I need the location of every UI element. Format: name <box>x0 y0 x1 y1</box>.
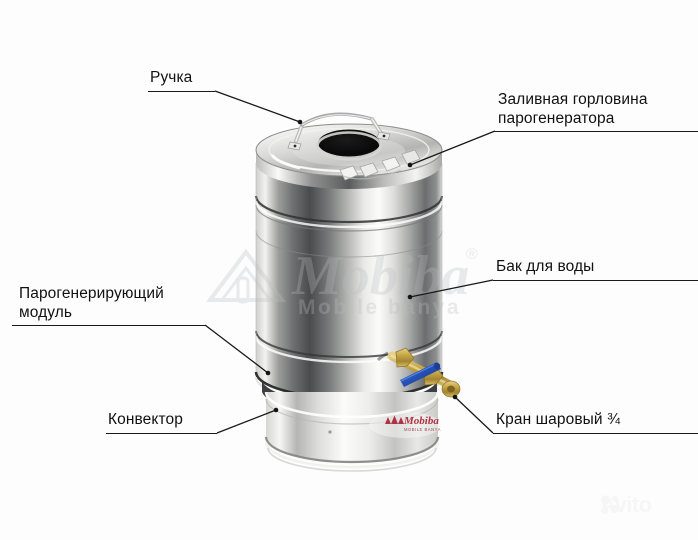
watermark-mobiba: Mobiba ® Mobile banya <box>206 245 478 319</box>
callout-ball-valve-underline <box>493 433 698 434</box>
svg-text:Mobiba: Mobiba <box>403 415 439 427</box>
callout-steam-module: Парогенерирующий модуль <box>19 285 164 321</box>
svg-text:MOBILE BANYA: MOBILE BANYA <box>404 427 441 432</box>
leader-dots <box>265 119 458 413</box>
tank-lid <box>255 112 443 189</box>
leader-filler-neck <box>409 130 496 166</box>
base-brand-sticker: Mobiba MOBILE BANYA <box>369 412 441 438</box>
callout-water-tank: Бак для воды <box>496 258 595 275</box>
callout-convector-underline <box>106 433 217 434</box>
callout-ball-valve: Кран шаровый ¾ <box>496 411 621 428</box>
leader-steam-module <box>204 324 269 374</box>
callout-convector: Конвектор <box>108 411 183 428</box>
svg-text:Mobiba: Mobiba <box>291 245 469 307</box>
leader-water-tank <box>409 279 494 298</box>
callout-handle: Ручка <box>150 69 193 86</box>
leader-convector <box>216 409 277 434</box>
leader-handle <box>214 90 301 123</box>
svg-text:®: ® <box>466 246 478 263</box>
water-tank-body <box>254 163 444 404</box>
callout-water-tank-underline <box>493 280 698 281</box>
ball-valve-assembly <box>376 347 461 398</box>
lid-latch-clips <box>339 149 421 181</box>
callout-handle-underline <box>148 91 215 92</box>
lid-handle <box>287 112 391 151</box>
callout-filler-neck-underline <box>495 131 698 132</box>
callout-filler-neck: Заливная горловина парогенератора <box>498 91 648 127</box>
leader-lines <box>204 90 496 434</box>
callout-steam-module-underline <box>12 325 205 326</box>
leader-ball-valve <box>454 396 494 434</box>
svg-text:Mobile banya: Mobile banya <box>298 296 461 319</box>
convector-base: Mobiba MOBILE BANYA <box>262 381 441 472</box>
